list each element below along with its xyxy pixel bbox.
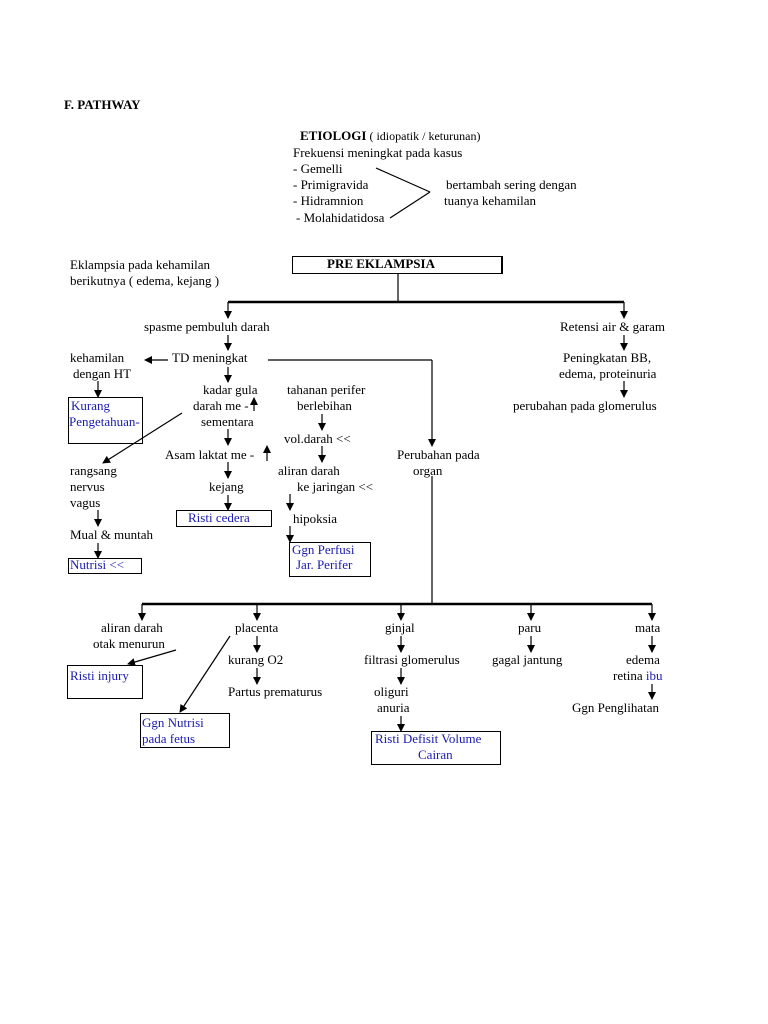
retina-label: retina	[613, 668, 643, 683]
vol-darah-label: vol.darah <<	[284, 431, 351, 446]
risti-cedera-box	[176, 510, 272, 527]
perubahan-organ-line-1: Perubahan pada	[397, 447, 480, 462]
gagal-jantung-label: gagal jantung	[492, 652, 563, 667]
aliran-darah-line-2: ke jaringan <<	[297, 479, 374, 494]
case-gemelli: - Gemelli	[293, 161, 343, 176]
oliguri-line-2: anuria	[377, 700, 410, 715]
risti-injury-box	[67, 665, 143, 699]
tahanan-line-1: tahanan perifer	[287, 382, 366, 397]
ggn-perfusi-line-1: Ggn Perfusi	[292, 542, 355, 557]
peningkatan-line-1: Peningkatan BB,	[563, 350, 652, 365]
retina-ibu-row: retina ibu	[613, 668, 662, 684]
kurang-line-2: Pengetahuan-	[69, 414, 140, 429]
placenta-label: placenta	[235, 620, 279, 635]
filtrasi-label: filtrasi glomerulus	[364, 652, 460, 667]
kehamilan-line-2: dengan HT	[73, 366, 132, 381]
td-meningkat-label: TD meningkat	[172, 350, 248, 365]
case-hidramnion: - Hidramnion	[293, 193, 364, 208]
arrow-to-ggn-nutrisi	[179, 635, 231, 713]
nutrisi-label: Nutrisi <<	[70, 557, 125, 572]
kurang-o2-label: kurang O2	[228, 652, 284, 667]
etiologi-line: Frekuensi meningkat pada kasus	[293, 145, 463, 160]
ggn-penglihatan-label: Ggn Penglihatan	[572, 700, 660, 715]
risti-defisit-box	[371, 731, 501, 765]
rangsang-line-3: vagus	[70, 495, 101, 510]
mata-label: mata	[635, 620, 661, 635]
mual-muntah-label: Mual & muntah	[70, 527, 154, 542]
rangsang-line-2: nervus	[70, 479, 105, 494]
eklampsia-line-2: berikutnya ( edema, kejang )	[70, 273, 220, 288]
risti-cedera-label: Risti cedera	[188, 510, 250, 525]
nutrisi-box	[68, 558, 142, 574]
pre-eklampsia-label: PRE EKLAMPSIA	[327, 256, 435, 271]
ggn-perfusi-box	[289, 542, 371, 577]
etiologi-note-1: bertambah sering dengan	[446, 177, 577, 192]
ginjal-label: ginjal	[385, 620, 415, 635]
eklampsia-line-1: Eklampsia pada kehamilan	[70, 257, 211, 272]
etiologi-subtitle: ( idiopatik / keturunan)	[366, 129, 481, 143]
otak-line-1: aliran darah	[101, 620, 163, 635]
risti-defisit-line-2: Cairan	[418, 747, 453, 762]
case-molahidatidosa: - Molahidatidosa	[296, 210, 385, 225]
asam-laktat-label: Asam laktat me -	[165, 447, 255, 462]
page-heading: F. PATHWAY	[64, 97, 141, 112]
arrow-to-risti-injury	[127, 649, 177, 666]
bracket-line-bottom	[389, 191, 431, 219]
hipoksia-label: hipoksia	[293, 511, 338, 526]
kadar-gula-line-2: darah me -	[193, 398, 249, 413]
etiologi-note-2: tuanya kehamilan	[444, 193, 537, 208]
ggn-nutrisi-line-1: Ggn Nutrisi	[142, 715, 204, 730]
otak-line-2: otak menurun	[93, 636, 165, 651]
partus-label: Partus prematurus	[228, 684, 323, 699]
edema-label: edema	[626, 652, 660, 667]
bracket-line-top	[375, 167, 431, 193]
case-primigravida: - Primigravida	[293, 177, 369, 192]
risti-injury-label: Risti injury	[70, 668, 129, 683]
kadar-gula-line-3: sementara	[201, 414, 254, 429]
kejang-label: kejang	[209, 479, 244, 494]
glomerulus-label: perubahan pada glomerulus	[513, 398, 657, 413]
ggn-nutrisi-line-2: pada fetus	[142, 731, 196, 746]
kurang-line-1: Kurang	[71, 398, 110, 413]
peningkatan-line-2: edema, proteinuria	[559, 366, 657, 381]
risti-defisit-line-1: Risti Defisit Volume	[375, 731, 482, 746]
spasme-label: spasme pembuluh darah	[144, 319, 270, 334]
retensi-label: Retensi air & garam	[560, 319, 666, 334]
ggn-nutrisi-box	[140, 713, 230, 748]
paru-label: paru	[518, 620, 542, 635]
kadar-gula-line-1: kadar gula	[203, 382, 258, 397]
oliguri-line-1: oliguri	[374, 684, 409, 699]
perubahan-organ-line-2: organ	[413, 463, 443, 478]
etiologi-title: ETIOLOGI	[300, 128, 367, 143]
rangsang-line-1: rangsang	[70, 463, 117, 478]
aliran-darah-line-1: aliran darah	[278, 463, 340, 478]
tahanan-line-2: berlebihan	[297, 398, 352, 413]
pre-eklampsia-box	[292, 256, 503, 274]
etiologi-title-row: ETIOLOGI ( idiopatik / keturunan)	[300, 128, 480, 144]
ggn-perfusi-line-2: Jar. Perifer	[296, 557, 353, 572]
kehamilan-line-1: kehamilan	[70, 350, 125, 365]
kurang-pengetahuan-box	[68, 397, 143, 444]
ibu-label: ibu	[645, 668, 663, 683]
